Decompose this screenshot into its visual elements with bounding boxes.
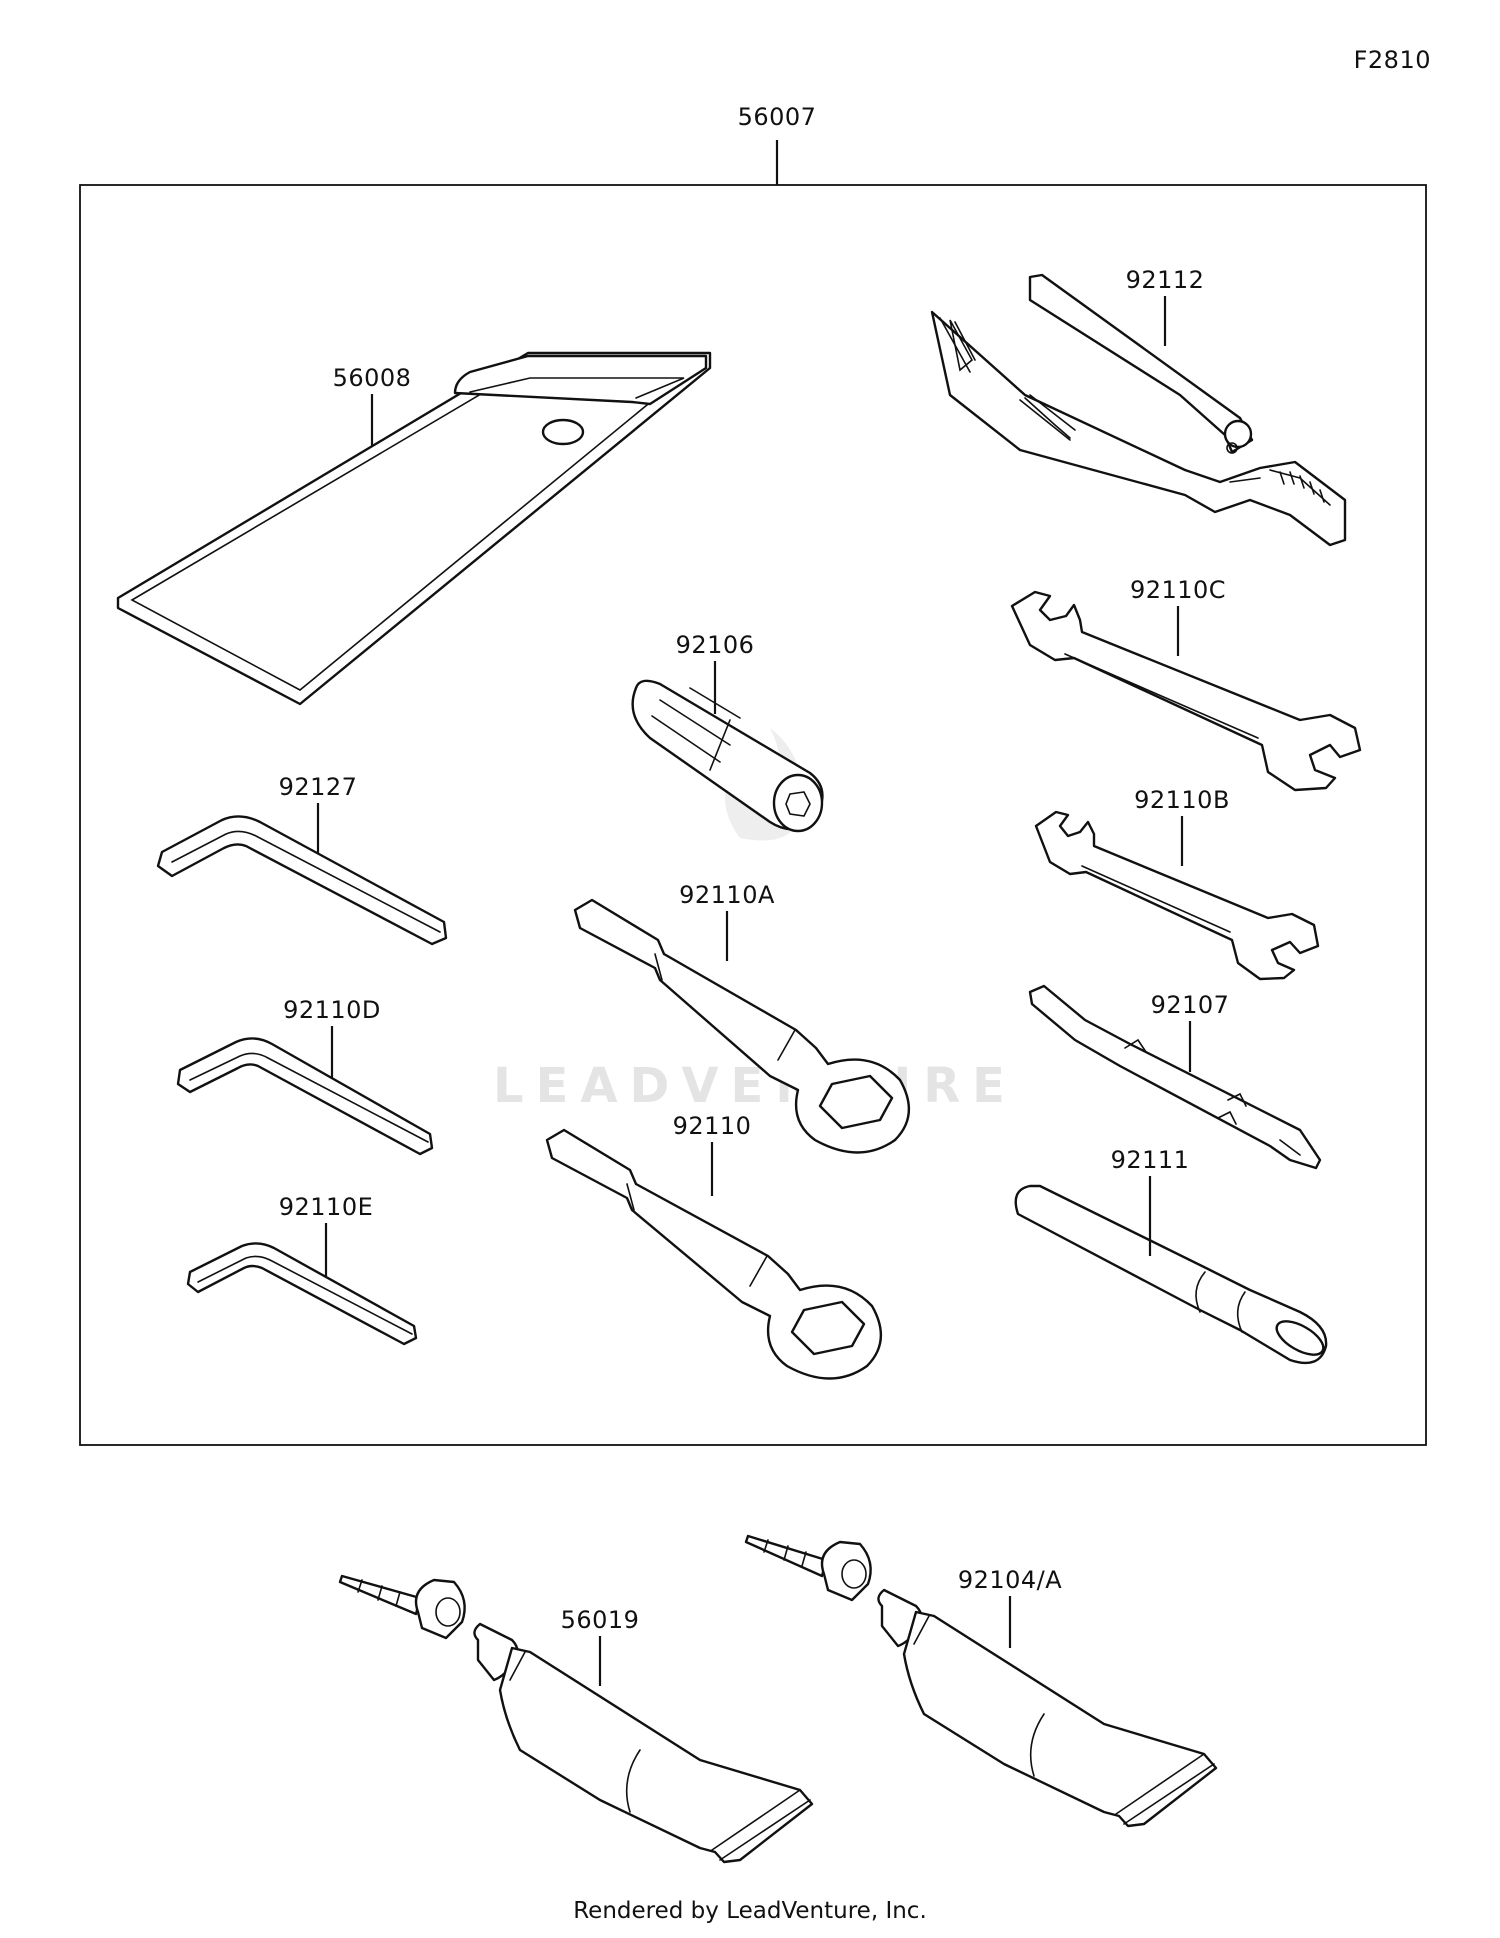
- label-ring-wrench[interactable]: 92110: [673, 1112, 752, 1140]
- footer-credit: Rendered by LeadVenture, Inc.: [573, 1898, 927, 1924]
- label-pliers[interactable]: 92112: [1126, 266, 1205, 294]
- hex-key-92110e[interactable]: [186, 1242, 418, 1346]
- hex-key-92127[interactable]: [156, 815, 448, 946]
- label-ring-wrench-a[interactable]: 92110A: [679, 881, 775, 909]
- label-hex-key-e[interactable]: 92110E: [279, 1193, 374, 1221]
- label-screwdriver[interactable]: 92107: [1151, 991, 1230, 1019]
- kit-label[interactable]: 56007: [738, 103, 817, 131]
- tool-pouch[interactable]: [116, 351, 712, 706]
- ring-wrench-92110[interactable]: [545, 1128, 883, 1380]
- label-handle[interactable]: 92111: [1111, 1146, 1190, 1174]
- tube-56019[interactable]: [338, 1574, 814, 1864]
- handle[interactable]: [1014, 1184, 1329, 1365]
- pliers[interactable]: [930, 273, 1347, 547]
- figure-code: F2810: [1354, 46, 1431, 74]
- ring-wrench-92110a[interactable]: [573, 898, 911, 1154]
- kit-frame: [79, 184, 1427, 1446]
- watermark-text: LEADVENTURE: [493, 1058, 1017, 1114]
- screwdriver[interactable]: [1028, 984, 1322, 1170]
- label-wrench-c[interactable]: 92110C: [1130, 576, 1226, 604]
- label-socket[interactable]: 92106: [676, 631, 755, 659]
- label-tube-right[interactable]: 92104/A: [958, 1566, 1062, 1594]
- wrench-92110b[interactable]: [1034, 810, 1320, 981]
- tube-92104a[interactable]: [744, 1534, 1218, 1828]
- label-hex-key-d[interactable]: 92110D: [283, 996, 381, 1024]
- label-tube-left[interactable]: 56019: [561, 1606, 640, 1634]
- label-wrench-b[interactable]: 92110B: [1134, 786, 1230, 814]
- hex-key-92110d[interactable]: [176, 1037, 434, 1156]
- wrench-92110c[interactable]: [1010, 590, 1362, 792]
- socket[interactable]: [631, 679, 824, 833]
- label-hex-key-a[interactable]: 92127: [279, 773, 358, 801]
- label-pouch[interactable]: 56008: [333, 364, 412, 392]
